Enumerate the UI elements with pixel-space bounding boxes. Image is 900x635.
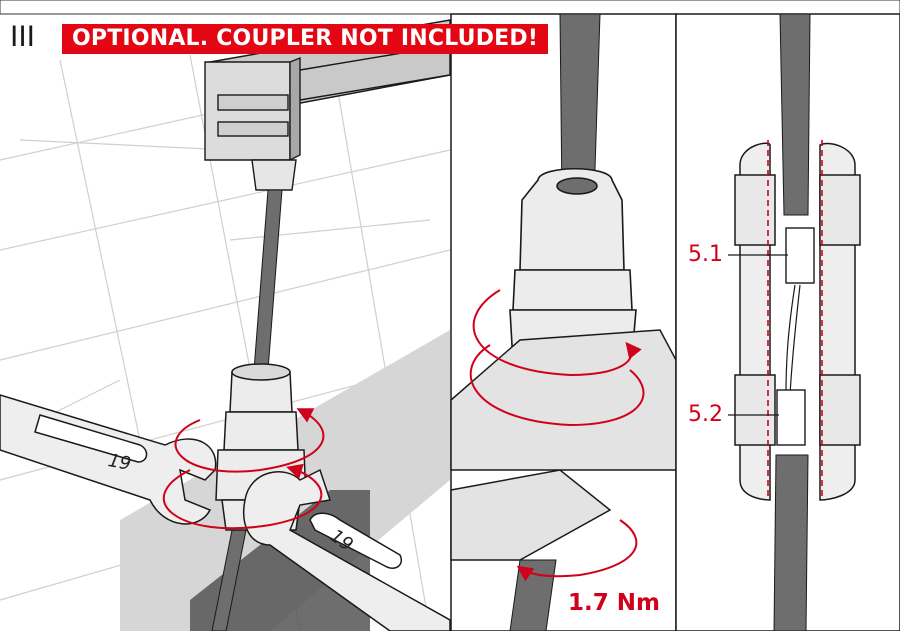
upper-gland (251, 159, 297, 191)
left-panel (0, 19, 451, 632)
rotation-arrows-left (163, 408, 325, 530)
step-number: III (10, 20, 36, 53)
lower-plate (450, 469, 612, 561)
right-panel (675, 13, 900, 632)
warning-banner: OPTIONAL. COUPLER NOT INCLUDED! (62, 24, 549, 54)
middle-panel (450, 13, 677, 632)
cable-left (253, 189, 283, 371)
rotation-arrows-middle (469, 289, 645, 582)
section-lines (767, 140, 823, 500)
torque-label: 1.7 Nm (568, 590, 660, 616)
wrench-left (0, 394, 217, 525)
connector-5-1 (785, 227, 815, 284)
callout-5-1: 5.1 (688, 242, 723, 267)
inner-wires (785, 284, 801, 396)
callout-5-2: 5.2 (688, 402, 723, 427)
connector-5-2 (776, 389, 806, 446)
wrench-size-left: 19 (106, 450, 133, 475)
